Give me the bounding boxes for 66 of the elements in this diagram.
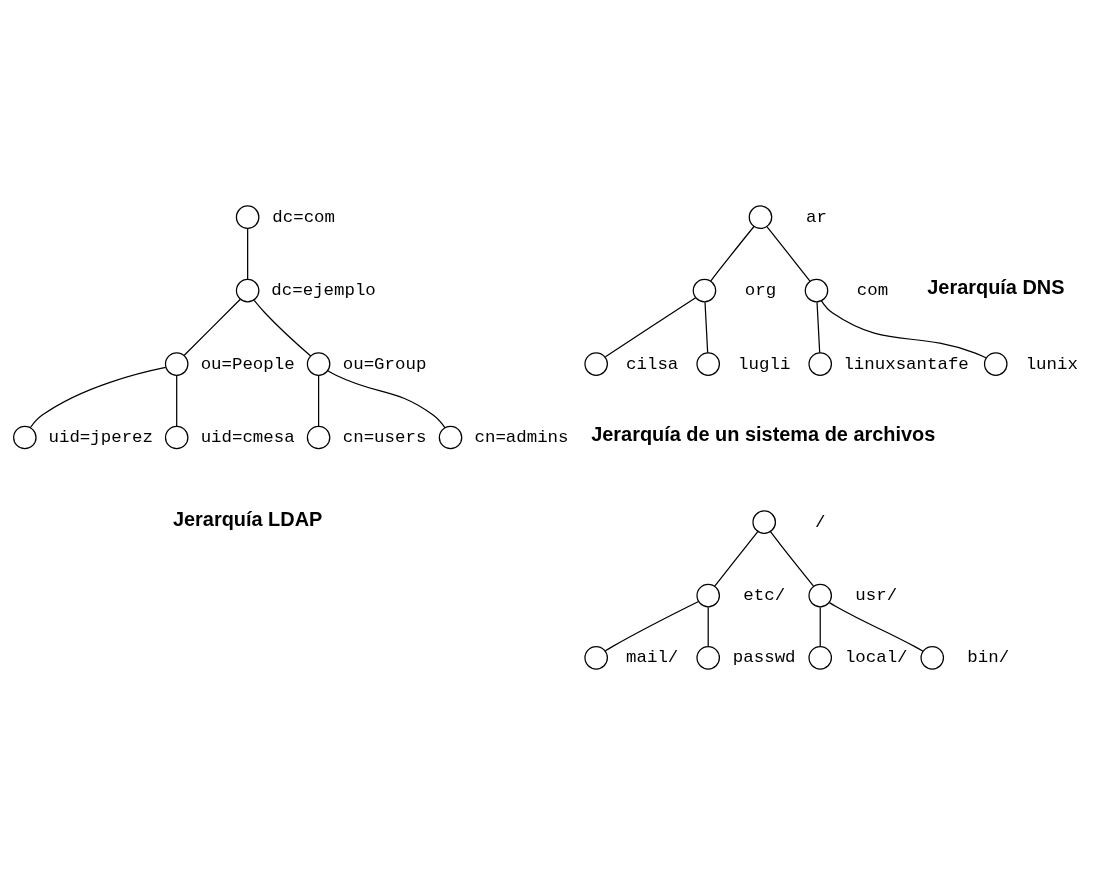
connector: [183, 298, 241, 357]
node-label: etc/: [743, 585, 786, 606]
connector: [176, 375, 178, 427]
node-circle: [696, 352, 721, 376]
connector: [828, 602, 924, 652]
connector: [766, 225, 811, 282]
node-label: cn=admins: [474, 427, 569, 448]
connector: [704, 301, 709, 354]
connector: [769, 531, 815, 587]
node-label: bin/: [967, 647, 1010, 668]
node-label: uid=cmesa: [200, 427, 295, 448]
connector: [604, 600, 700, 652]
node-label: cn=users: [342, 427, 427, 448]
connector: [327, 370, 446, 429]
node-circle: [920, 646, 945, 670]
node-circle: [808, 646, 833, 670]
connector: [819, 606, 821, 647]
node-label: mail/: [626, 647, 679, 668]
node-circle: [164, 352, 189, 376]
node-circle: [808, 352, 833, 376]
node-label: usr/: [855, 585, 898, 606]
node-label: linuxsantafe: [843, 353, 969, 374]
node-label: local/: [844, 647, 908, 668]
node-circle: [696, 583, 721, 608]
connector: [29, 366, 167, 429]
connector: [247, 228, 249, 280]
label: Jerarquía LDAP: [172, 507, 323, 530]
node-circle: [438, 425, 463, 450]
connector: [318, 375, 320, 427]
node-label: ou=Group: [342, 353, 427, 374]
node-circle: [983, 352, 1008, 376]
node-label: dc=com: [272, 206, 336, 227]
node-circle: [306, 425, 331, 450]
node-circle: [804, 278, 829, 303]
node-circle: [696, 646, 721, 670]
node-label: lunix: [1025, 353, 1078, 374]
connector: [707, 606, 709, 647]
node-circle: [748, 205, 773, 229]
node-circle: [235, 205, 260, 229]
node-label: org: [744, 280, 777, 301]
node-label: ar: [806, 206, 827, 227]
node-circle: [692, 278, 717, 303]
node-label: dc=ejemplo: [271, 280, 376, 301]
label: Jerarquía DNS: [927, 276, 1065, 299]
connector: [253, 299, 312, 357]
node-circle: [164, 425, 189, 450]
node-circle: [584, 646, 608, 670]
node-label: /: [815, 511, 826, 532]
node-label: ou=People: [200, 353, 295, 374]
connector: [816, 301, 821, 354]
node-circle: [235, 278, 260, 303]
node-circle: [306, 352, 331, 376]
node-circle: [584, 352, 608, 376]
connector: [604, 297, 697, 358]
node-circle: [13, 425, 37, 450]
connector: [820, 300, 987, 359]
node-label: passwd: [732, 647, 796, 668]
connector: [710, 225, 755, 282]
node-label: com: [856, 280, 889, 301]
node-label: lugli: [738, 353, 791, 374]
label: Jerarquía de un sistema de archivos: [591, 422, 936, 445]
node-label: cilsa: [626, 353, 679, 374]
node-circle: [752, 510, 777, 534]
node-label: uid=jperez: [48, 427, 154, 448]
node-circle: [808, 583, 833, 608]
connector: [713, 530, 759, 587]
